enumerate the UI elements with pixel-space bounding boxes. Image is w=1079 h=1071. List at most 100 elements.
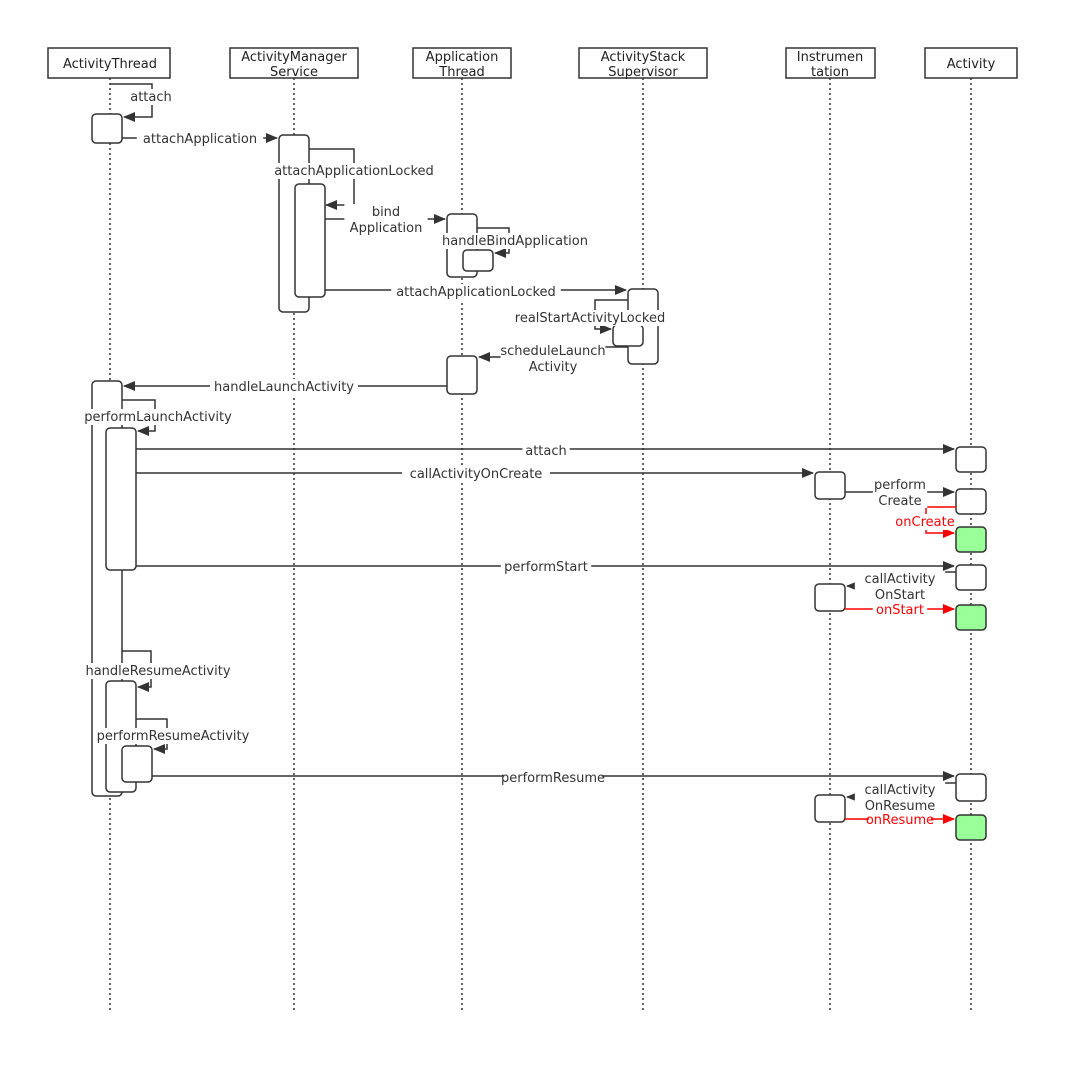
participant-label: ActivityStack: [601, 50, 686, 65]
perform-resume-activation: [121, 745, 153, 783]
label-background: [127, 89, 175, 105]
label-background: [504, 770, 602, 786]
message-label: performStart: [504, 560, 588, 575]
supervisor-real-start-activation: [612, 324, 644, 347]
message-label: callActivity: [865, 572, 936, 587]
label-handle-resume-activity: handleResumeActivity: [84, 663, 232, 679]
label-perform-resume-activity: performResumeActivity: [95, 728, 251, 744]
participant-box: [47, 47, 171, 79]
participant-box: [785, 47, 876, 79]
instrumentation-resume-activation: [814, 794, 846, 823]
activity-perform-resume-activation: [955, 773, 987, 802]
label-attach-self: attach: [127, 89, 175, 105]
label-background: [210, 379, 358, 395]
label-real-start-activity-locked: realStartActivityLocked: [505, 310, 675, 326]
ams-locked-activation: [294, 183, 326, 298]
message-label: performLaunchActivity: [84, 410, 232, 425]
message-label: attachApplication: [143, 132, 257, 147]
label-background: [344, 204, 428, 235]
message-label: scheduleLaunch: [500, 344, 605, 359]
activity-perform-start-activation: [955, 564, 987, 591]
message-label: onResume: [866, 813, 934, 828]
message-label: Create: [878, 494, 921, 509]
participant-label: Activity: [947, 57, 996, 72]
message-label: OnResume: [865, 799, 936, 814]
label-background: [500, 559, 592, 575]
message-label: attach: [525, 444, 567, 459]
label-background: [500, 343, 606, 374]
message-label: realStartActivityLocked: [515, 311, 665, 326]
participant-box: [412, 47, 512, 79]
message-label: Activity: [529, 360, 578, 375]
label-background: [269, 163, 439, 179]
message-label: attachApplicationLocked: [396, 285, 556, 300]
label-background: [522, 443, 570, 459]
message-label: attach: [130, 90, 172, 105]
participant-activity-thread[interactable]: ActivityThread: [47, 47, 171, 79]
message-label: performResume: [501, 771, 605, 786]
activity-on-create-activation: [955, 526, 987, 553]
activity-on-start-activation: [955, 604, 987, 631]
label-on-start: onStart: [872, 602, 928, 618]
label-attach-activity: attach: [522, 443, 570, 459]
activity-thread-attach-activation: [91, 113, 123, 144]
message-label: callActivity: [865, 783, 936, 798]
label-on-create: onCreate: [894, 514, 956, 530]
label-background: [854, 571, 946, 602]
instrumentation-create-activation: [814, 471, 846, 500]
participant-label: tation: [811, 65, 849, 80]
participant-label: ActivityThread: [63, 57, 157, 72]
label-background: [872, 477, 928, 508]
label-background: [872, 602, 928, 618]
app-thread-bind-inner-activation: [462, 249, 494, 272]
label-call-activity-on-create: callActivityOnCreate: [402, 466, 550, 482]
message-label: callActivityOnCreate: [410, 467, 543, 482]
instrumentation-start-activation: [814, 583, 846, 612]
label-attach-application-locked: attachApplicationLocked: [391, 284, 561, 300]
participant-box: [924, 47, 1018, 79]
label-perform-start: performStart: [500, 559, 592, 575]
label-background: [95, 728, 251, 744]
label-background: [80, 409, 236, 425]
participant-label: Supervisor: [608, 65, 678, 80]
message-label: attachApplicationLocked: [274, 164, 434, 179]
label-on-resume: onResume: [866, 812, 934, 828]
activity-attach-activation: [955, 446, 987, 473]
label-background: [391, 284, 561, 300]
label-background: [437, 233, 593, 249]
message-label: Application: [350, 221, 423, 236]
participant-label: ActivityManager: [241, 50, 347, 65]
label-background: [402, 466, 550, 482]
activity-on-resume-activation: [955, 814, 987, 841]
label-perform-launch-activity: performLaunchActivity: [80, 409, 236, 425]
message-label: performResumeActivity: [97, 729, 250, 744]
label-background: [869, 812, 931, 828]
label-handle-launch-activity: handleLaunchActivity: [210, 379, 358, 395]
label-background: [854, 782, 946, 813]
message-label: handleResumeActivity: [85, 664, 230, 679]
message-label: handleLaunchActivity: [214, 380, 354, 395]
participant-box: [229, 47, 359, 79]
participant-label: Service: [270, 65, 318, 80]
message-label: onStart: [876, 603, 924, 618]
participant-activity[interactable]: Activity: [924, 47, 1018, 79]
participant-label: Instrumen: [797, 50, 863, 65]
perform-launch-activation: [105, 427, 137, 571]
label-background: [84, 663, 232, 679]
message-label: bind: [372, 205, 400, 220]
label-attach-application: attachApplication: [136, 131, 264, 147]
label-handle-bind-application: handleBindApplication: [437, 233, 593, 249]
message-label: handleBindApplication: [442, 234, 588, 249]
participant-label: Thread: [438, 65, 484, 80]
label-background: [894, 514, 956, 530]
label-perform-resume: performResume: [501, 770, 605, 786]
